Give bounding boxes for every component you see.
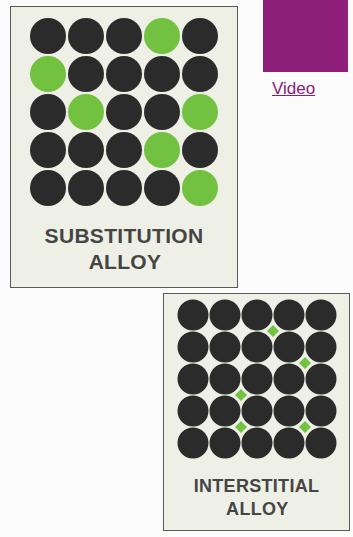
interstitial-atoms (235, 325, 311, 433)
video-thumbnail (263, 0, 348, 72)
interstitial-lattice (178, 300, 337, 459)
alloy-panel: INTERSTITIAL ALLOY (163, 293, 350, 531)
substitution-lattice (30, 18, 218, 206)
alloy-name: INTERSTITIAL ALLOY (172, 475, 341, 520)
panel-ground (10, 6, 238, 288)
alloy-name: SUBSTITUTION ALLOY (21, 223, 227, 276)
alloy-panel: SUBSTITUTION ALLOY (10, 6, 238, 288)
panel-ground (163, 293, 350, 531)
video-link: Video (272, 79, 315, 99)
